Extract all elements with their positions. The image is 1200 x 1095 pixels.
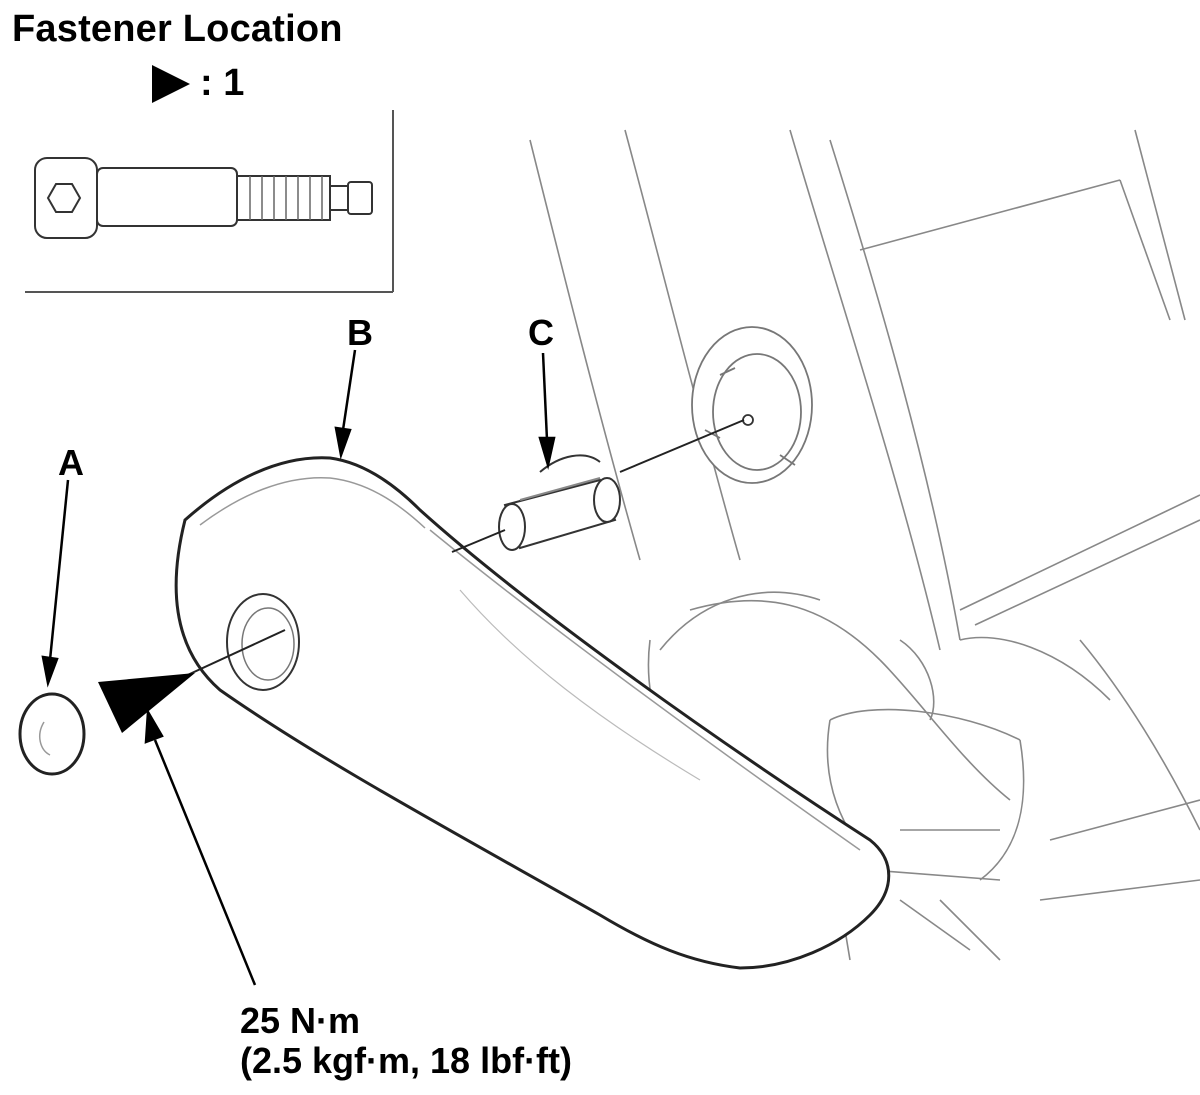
fastener-location-marker (98, 673, 195, 733)
fastener-count: : 1 (200, 62, 245, 104)
callout-leaders (41, 349, 556, 986)
callout-label-a: A (58, 442, 84, 483)
triangle-marker-icon (152, 64, 190, 103)
seat-mount-boss (691, 326, 813, 484)
cap-a (18, 692, 86, 776)
armrest-b (174, 456, 891, 970)
fastener-legend: : 1 (152, 62, 244, 105)
torque-spec-primary: 25 N·m (240, 1000, 361, 1041)
bolt-icon (34, 157, 373, 239)
torque-spec-secondary: (2.5 kgf·m, 18 lbf·ft) (240, 1040, 573, 1081)
callout-label-c: C (528, 312, 554, 353)
fastener-inset-frame (25, 110, 394, 293)
fastener-location-title: Fastener Location (12, 8, 343, 50)
callout-label-b: B (347, 312, 373, 353)
seat-background-lines (529, 129, 1200, 961)
collar-c (498, 454, 621, 551)
